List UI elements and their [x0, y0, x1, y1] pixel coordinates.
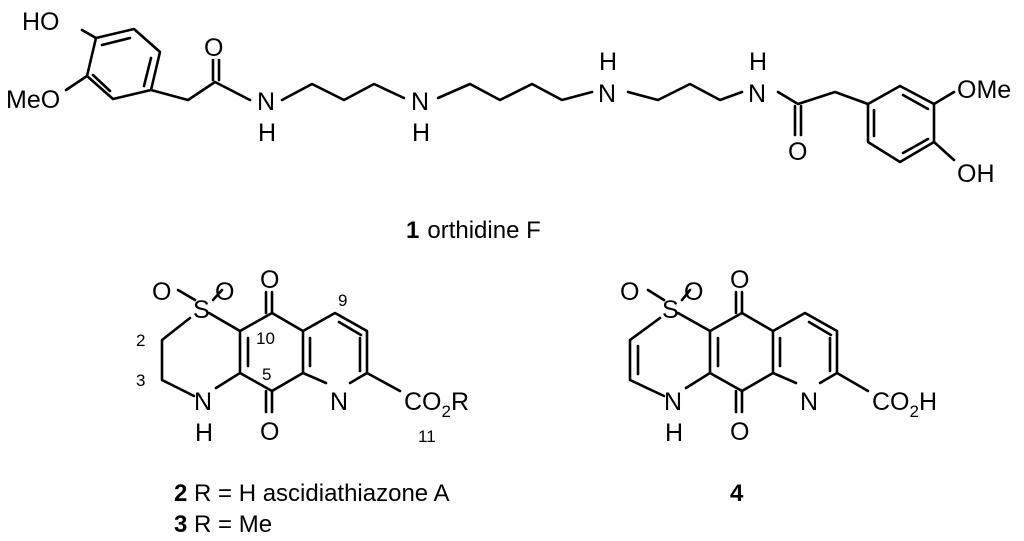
methoxy-label-right: OMe	[957, 76, 1011, 104]
amine-n-left: N	[411, 88, 429, 116]
position-number-10: 10	[256, 329, 275, 348]
compound-3-number: 3	[174, 511, 187, 538]
hydroxy-label-left: HO	[22, 8, 60, 36]
compound-1-right-ring-inner-bonds	[872, 93, 930, 155]
quinone-oxygen-bottom: O	[260, 418, 279, 446]
position-number-2: 2	[136, 331, 145, 350]
sulfone-oxygen-2: O	[684, 278, 703, 306]
hydroxy-label-right: OH	[957, 160, 995, 188]
amide-h-right: H	[749, 48, 767, 76]
amine-h-left: H	[412, 119, 430, 147]
position-number-3: 3	[136, 371, 145, 390]
compound-1-caption: 1 orthidine F	[406, 217, 541, 244]
thiazine-h: H	[195, 419, 213, 447]
compound-2-3-quinone-ring	[238, 311, 305, 393]
compound-1-polyamine-chain	[280, 82, 744, 102]
amide-n-right: N	[748, 80, 766, 108]
sulfone-oxygen-1: O	[620, 278, 639, 306]
methoxy-label-left: MeO	[6, 86, 60, 114]
position-number-9: 9	[338, 291, 347, 310]
compound-4-pyridine-inner-bonds	[778, 320, 833, 368]
amide-n-left: N	[257, 88, 275, 116]
compound-1-structure: HO MeO O N H N H H N H N O OMe OH 1 orthi…	[6, 8, 1011, 244]
compound-1-right-ring	[866, 84, 936, 164]
compound-4-thiazine-ring	[628, 311, 712, 398]
sulfur-atom: S	[193, 296, 210, 324]
thiazine-h: H	[665, 419, 683, 447]
compound-2-caption: 2 R = H ascidiathiazone A	[174, 480, 450, 507]
amine-n-right: N	[598, 80, 616, 108]
pyridine-n: N	[800, 388, 818, 416]
compound-4-pyridine-ring	[771, 311, 839, 385]
quinone-oxygen-bottom: O	[730, 418, 749, 446]
compound-4-structure: O S O O O N H N CO2H 4	[620, 266, 937, 507]
carbonyl-oxygen-left: O	[204, 34, 223, 62]
pyridine-n: N	[330, 388, 348, 416]
compound-4-quinone-ring	[708, 311, 775, 393]
compound-3-text: R = Me	[187, 511, 272, 538]
thiazine-n: N	[194, 388, 212, 416]
thiazine-n: N	[664, 388, 682, 416]
ester-group-label: CO2R	[404, 388, 469, 421]
quinone-oxygen-top: O	[260, 266, 279, 294]
compound-2-number: 2	[174, 480, 187, 507]
sulfone-oxygen-1: O	[152, 278, 171, 306]
compound-1-name: orthidine F	[427, 217, 540, 244]
compound-4-number: 4	[730, 480, 744, 507]
compound-2-3-pyridine-ring	[301, 311, 369, 385]
compound-1-right-chain	[776, 90, 870, 106]
compound-2-3-structure: O S O O O N H N CO2R 2 3 5 9 10 11 2 R =…	[136, 266, 469, 538]
sulfone-oxygen-2: O	[215, 278, 234, 306]
amide-h-left: H	[258, 119, 276, 147]
compound-1-left-chain	[149, 80, 252, 102]
carboxylic-acid-label: CO2H	[872, 388, 937, 421]
compound-2-3-thiazine-ring	[160, 311, 242, 398]
compound-1-left-ring-inner-bonds	[91, 36, 153, 93]
sulfur-atom: S	[662, 296, 679, 324]
compound-3-caption: 3 R = Me	[174, 511, 272, 538]
quinone-oxygen-top: O	[730, 266, 749, 294]
amine-h-right: H	[599, 48, 617, 76]
compound-2-3-pyridine-inner-bonds	[308, 320, 363, 368]
position-number-11: 11	[418, 427, 436, 446]
compound-1-number: 1	[406, 217, 419, 244]
compound-2-text: R = H ascidiathiazone A	[187, 480, 449, 507]
position-number-5: 5	[262, 365, 271, 384]
carbonyl-oxygen-right: O	[788, 138, 807, 166]
